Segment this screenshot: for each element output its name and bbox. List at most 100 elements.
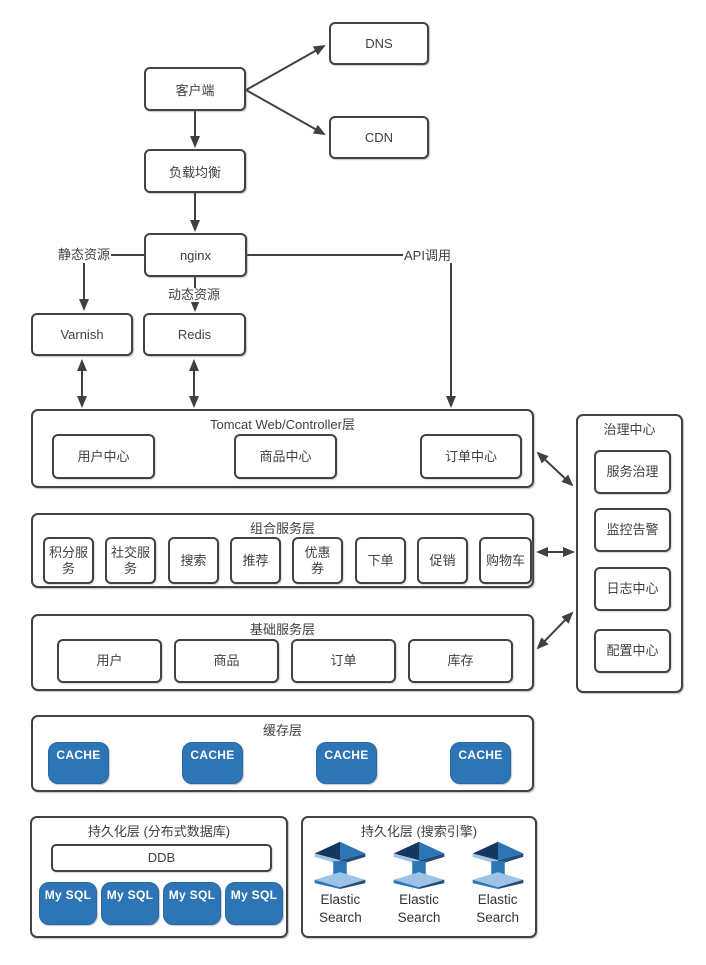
node-cdn-label: CDN (364, 130, 394, 145)
composite-item-recommend: 推荐 (230, 537, 281, 584)
composite-item-label: 社交服务 (110, 544, 150, 576)
composite-item-label: 搜索 (180, 552, 207, 568)
node-load-balancer-label: 负载均衡 (168, 164, 221, 180)
basic-item-label: 订单 (330, 653, 357, 669)
elastic-search-node: Elastic Search (462, 840, 534, 926)
node-varnish: Varnish (31, 313, 133, 356)
cache-node: CACHE (316, 742, 377, 784)
arrow-client-cdn (245, 89, 326, 135)
composite-item-label: 积分服务 (48, 544, 88, 576)
composite-item-label: 推荐 (242, 552, 269, 568)
node-client: 客户端 (144, 67, 246, 111)
node-client-label: 客户端 (175, 82, 215, 98)
tomcat-item-order-center: 订单中心 (420, 434, 522, 479)
elastic-search-icon (315, 841, 366, 889)
governance-item-service: 服务治理 (594, 450, 671, 494)
elastic-search-node: Elastic Search (304, 840, 376, 926)
basic-item-label: 库存 (447, 653, 474, 669)
tomcat-layer-title: Tomcat Web/Controller层 (210, 417, 355, 432)
tomcat-item-label: 订单中心 (444, 448, 497, 464)
node-dns-label: DNS (365, 36, 393, 51)
cache-node-label: CACHE (56, 748, 101, 762)
cache-node-label: CACHE (458, 748, 503, 762)
persistence-db-layer: 持久化层 (分布式数据库) DDB My SQL My SQL My SQL M… (30, 816, 288, 938)
composite-item-search: 搜索 (168, 537, 219, 584)
node-varnish-label: Varnish (60, 327, 104, 342)
elastic-search-label: Elastic Search (476, 892, 520, 925)
mysql-label: My SQL (106, 888, 154, 902)
governance-item-config: 配置中心 (594, 629, 671, 673)
tomcat-item-user-center: 用户中心 (52, 434, 155, 479)
ddb-node: DDB (51, 844, 272, 872)
mysql-label: My SQL (168, 888, 216, 902)
composite-layer-title: 组合服务层 (249, 521, 315, 536)
node-redis: Redis (143, 313, 246, 356)
composite-item-place-order: 下单 (355, 537, 406, 584)
edge-label-api-call: API调用 (403, 248, 452, 263)
governance-item-label: 日志中心 (606, 581, 659, 597)
composite-item-label: 优惠券 (304, 544, 331, 576)
governance-item-label: 服务治理 (606, 464, 659, 480)
basic-layer: 基础服务层 用户 商品 订单 库存 (31, 614, 534, 691)
arrow-client-dns (245, 45, 326, 91)
tomcat-layer: Tomcat Web/Controller层 用户中心 商品中心 订单中心 (31, 409, 534, 488)
elastic-search-node: Elastic Search (383, 840, 455, 926)
node-nginx: nginx (144, 233, 247, 277)
elastic-search-icon (393, 841, 445, 889)
mysql-label: My SQL (44, 888, 92, 902)
mysql-node: My SQL (101, 882, 159, 925)
composite-layer: 组合服务层 积分服务 社交服务 搜索 推荐 优惠券 下单 促销 购物车 (31, 513, 534, 588)
elastic-search-icon (472, 841, 523, 889)
basic-item-order: 订单 (291, 639, 396, 683)
tomcat-item-label: 用户中心 (77, 448, 130, 464)
tomcat-item-product-center: 商品中心 (234, 434, 337, 479)
elastic-search-label: Elastic Search (318, 892, 362, 925)
elastic-search-group: Elastic Search Elastic Search Elastic Se… (301, 840, 537, 926)
governance-center: 治理中心 服务治理 监控告警 日志中心 配置中心 (576, 414, 683, 693)
governance-item-label: 监控告警 (606, 522, 659, 538)
elastic-search-label: Elastic Search (397, 892, 441, 925)
basic-layer-title: 基础服务层 (249, 622, 315, 637)
node-cdn: CDN (329, 116, 429, 159)
cache-node: CACHE (450, 742, 511, 784)
ddb-label: DDB (147, 850, 176, 866)
basic-item-label: 用户 (96, 653, 123, 669)
cache-node: CACHE (182, 742, 243, 784)
basic-item-label: 商品 (213, 653, 240, 669)
mysql-node: My SQL (225, 882, 283, 925)
basic-item-inventory: 库存 (408, 639, 513, 683)
node-nginx-label: nginx (179, 247, 212, 263)
composite-item-promotion: 促销 (417, 537, 468, 584)
mysql-node: My SQL (39, 882, 97, 925)
composite-item-cart: 购物车 (479, 537, 532, 584)
composite-item-label: 购物车 (486, 552, 526, 568)
governance-item-monitor: 监控告警 (594, 508, 671, 552)
composite-item-coupon: 优惠券 (292, 537, 343, 584)
arrow-basic-governance (536, 611, 574, 650)
node-load-balancer: 负载均衡 (144, 149, 246, 193)
node-dns: DNS (329, 22, 429, 65)
edge-label-static-resource: 静态资源 (57, 247, 112, 262)
edge-label-dynamic-resource: 动态资源 (167, 287, 222, 302)
node-redis-label: Redis (177, 327, 212, 342)
mysql-label: My SQL (230, 888, 278, 902)
cache-layer-title: 缓存层 (262, 723, 302, 738)
mysql-node: My SQL (163, 882, 221, 925)
governance-title: 治理中心 (603, 422, 656, 437)
persistence-search-title: 持久化层 (搜索引擎) (360, 824, 478, 839)
arrow-tomcat-governance (536, 451, 574, 487)
composite-item-label: 促销 (429, 552, 456, 568)
cache-node: CACHE (48, 742, 109, 784)
cache-node-label: CACHE (190, 748, 235, 762)
tomcat-item-label: 商品中心 (259, 448, 312, 464)
governance-item-label: 配置中心 (606, 643, 659, 659)
basic-item-user: 用户 (57, 639, 162, 683)
governance-item-log: 日志中心 (594, 567, 671, 611)
cache-node-label: CACHE (324, 748, 369, 762)
composite-item-points: 积分服务 (43, 537, 94, 584)
composite-item-social: 社交服务 (105, 537, 156, 584)
persistence-db-title: 持久化层 (分布式数据库) (87, 824, 231, 839)
composite-item-label: 下单 (367, 552, 394, 568)
